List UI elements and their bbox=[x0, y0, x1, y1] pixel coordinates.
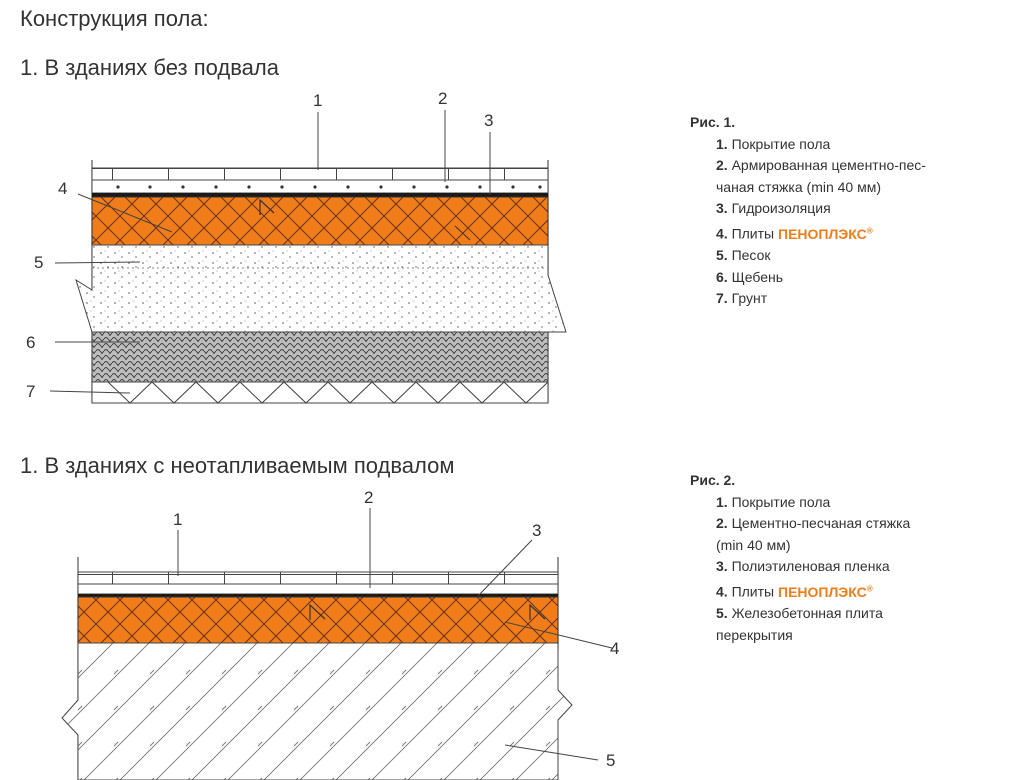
callout-1-7: 7 bbox=[26, 382, 35, 401]
legend-item: 3. Гидроизоляция bbox=[716, 200, 831, 217]
gravel-layer bbox=[91, 331, 549, 383]
callout-1-5: 5 bbox=[34, 253, 43, 272]
floor-covering-layer-2 bbox=[77, 571, 559, 585]
screed-layer-2 bbox=[77, 583, 559, 595]
diagram-1: 1 2 3 4 5 6 7 bbox=[26, 89, 567, 404]
callout-2-1: 1 bbox=[173, 510, 182, 529]
page-title: Конструкция пола: bbox=[20, 6, 209, 31]
legend-item: 1. Покрытие пола bbox=[716, 493, 831, 510]
sand-layer bbox=[75, 244, 567, 333]
legend-item: 7. Грунт bbox=[716, 290, 768, 307]
legend-fig1: Рис. 1. 1. Покрытие пола 2. Армированная… bbox=[690, 112, 926, 310]
legend-item: 3. Полиэтиленовая пленка bbox=[716, 558, 890, 575]
legend-item-continuation: чаная стяжка (min 40 мм) bbox=[716, 178, 882, 195]
callout-2-3: 3 bbox=[532, 521, 541, 540]
legend-item-continuation: (min 40 мм) bbox=[716, 536, 791, 553]
section1-heading: 1. В зданиях без подвала bbox=[20, 55, 279, 80]
polyethylene-film-layer bbox=[78, 594, 558, 597]
legend-item: 2. Цементно-песчаная стяжка bbox=[716, 515, 911, 532]
diagram-2: 1 2 3 4 5 bbox=[61, 488, 619, 780]
legend-item: 4. Плиты ПЕНОПЛЭКС® bbox=[716, 583, 873, 600]
insulation-layer-2 bbox=[77, 596, 559, 644]
insulation-layer bbox=[91, 196, 549, 246]
legend-title: Рис. 2. bbox=[690, 472, 736, 488]
callout-1-2: 2 bbox=[438, 89, 447, 108]
legend-item: 6. Щебень bbox=[716, 268, 784, 285]
floor-covering-layer bbox=[91, 167, 549, 181]
section2-heading: 1. В зданиях с неотапливаемым подвалом bbox=[20, 453, 455, 478]
legend-item: 5. Песок bbox=[716, 247, 771, 264]
callout-2-2: 2 bbox=[364, 488, 373, 507]
callout-2-4: 4 bbox=[610, 639, 619, 658]
callout-1-1: 1 bbox=[313, 91, 322, 110]
callout-1-3: 3 bbox=[484, 111, 493, 130]
legend-item: 2. Армированная цементно-пес- bbox=[716, 157, 926, 174]
callout-1-4: 4 bbox=[58, 179, 67, 198]
callout-1-6: 6 bbox=[26, 333, 35, 352]
legend-item: 1. Покрытие пола bbox=[716, 135, 831, 152]
legend-item-continuation: перекрытия bbox=[716, 626, 793, 643]
waterproofing-layer bbox=[92, 193, 548, 197]
brand-name: ПЕНОПЛЭКС® bbox=[778, 225, 873, 242]
soil-layer bbox=[91, 381, 549, 404]
legend-title: Рис. 1. bbox=[690, 114, 736, 130]
concrete-slab-layer bbox=[61, 642, 573, 780]
legend-fig2: Рис. 2. 1. Покрытие пола 2. Цементно-пес… bbox=[690, 470, 910, 646]
legend-item: 5. Железобетонная плита bbox=[716, 605, 883, 622]
callout-2-5: 5 bbox=[606, 751, 615, 770]
brand-name: ПЕНОПЛЭКС® bbox=[778, 583, 873, 600]
legend-item: 4. Плиты ПЕНОПЛЭКС® bbox=[716, 225, 873, 242]
